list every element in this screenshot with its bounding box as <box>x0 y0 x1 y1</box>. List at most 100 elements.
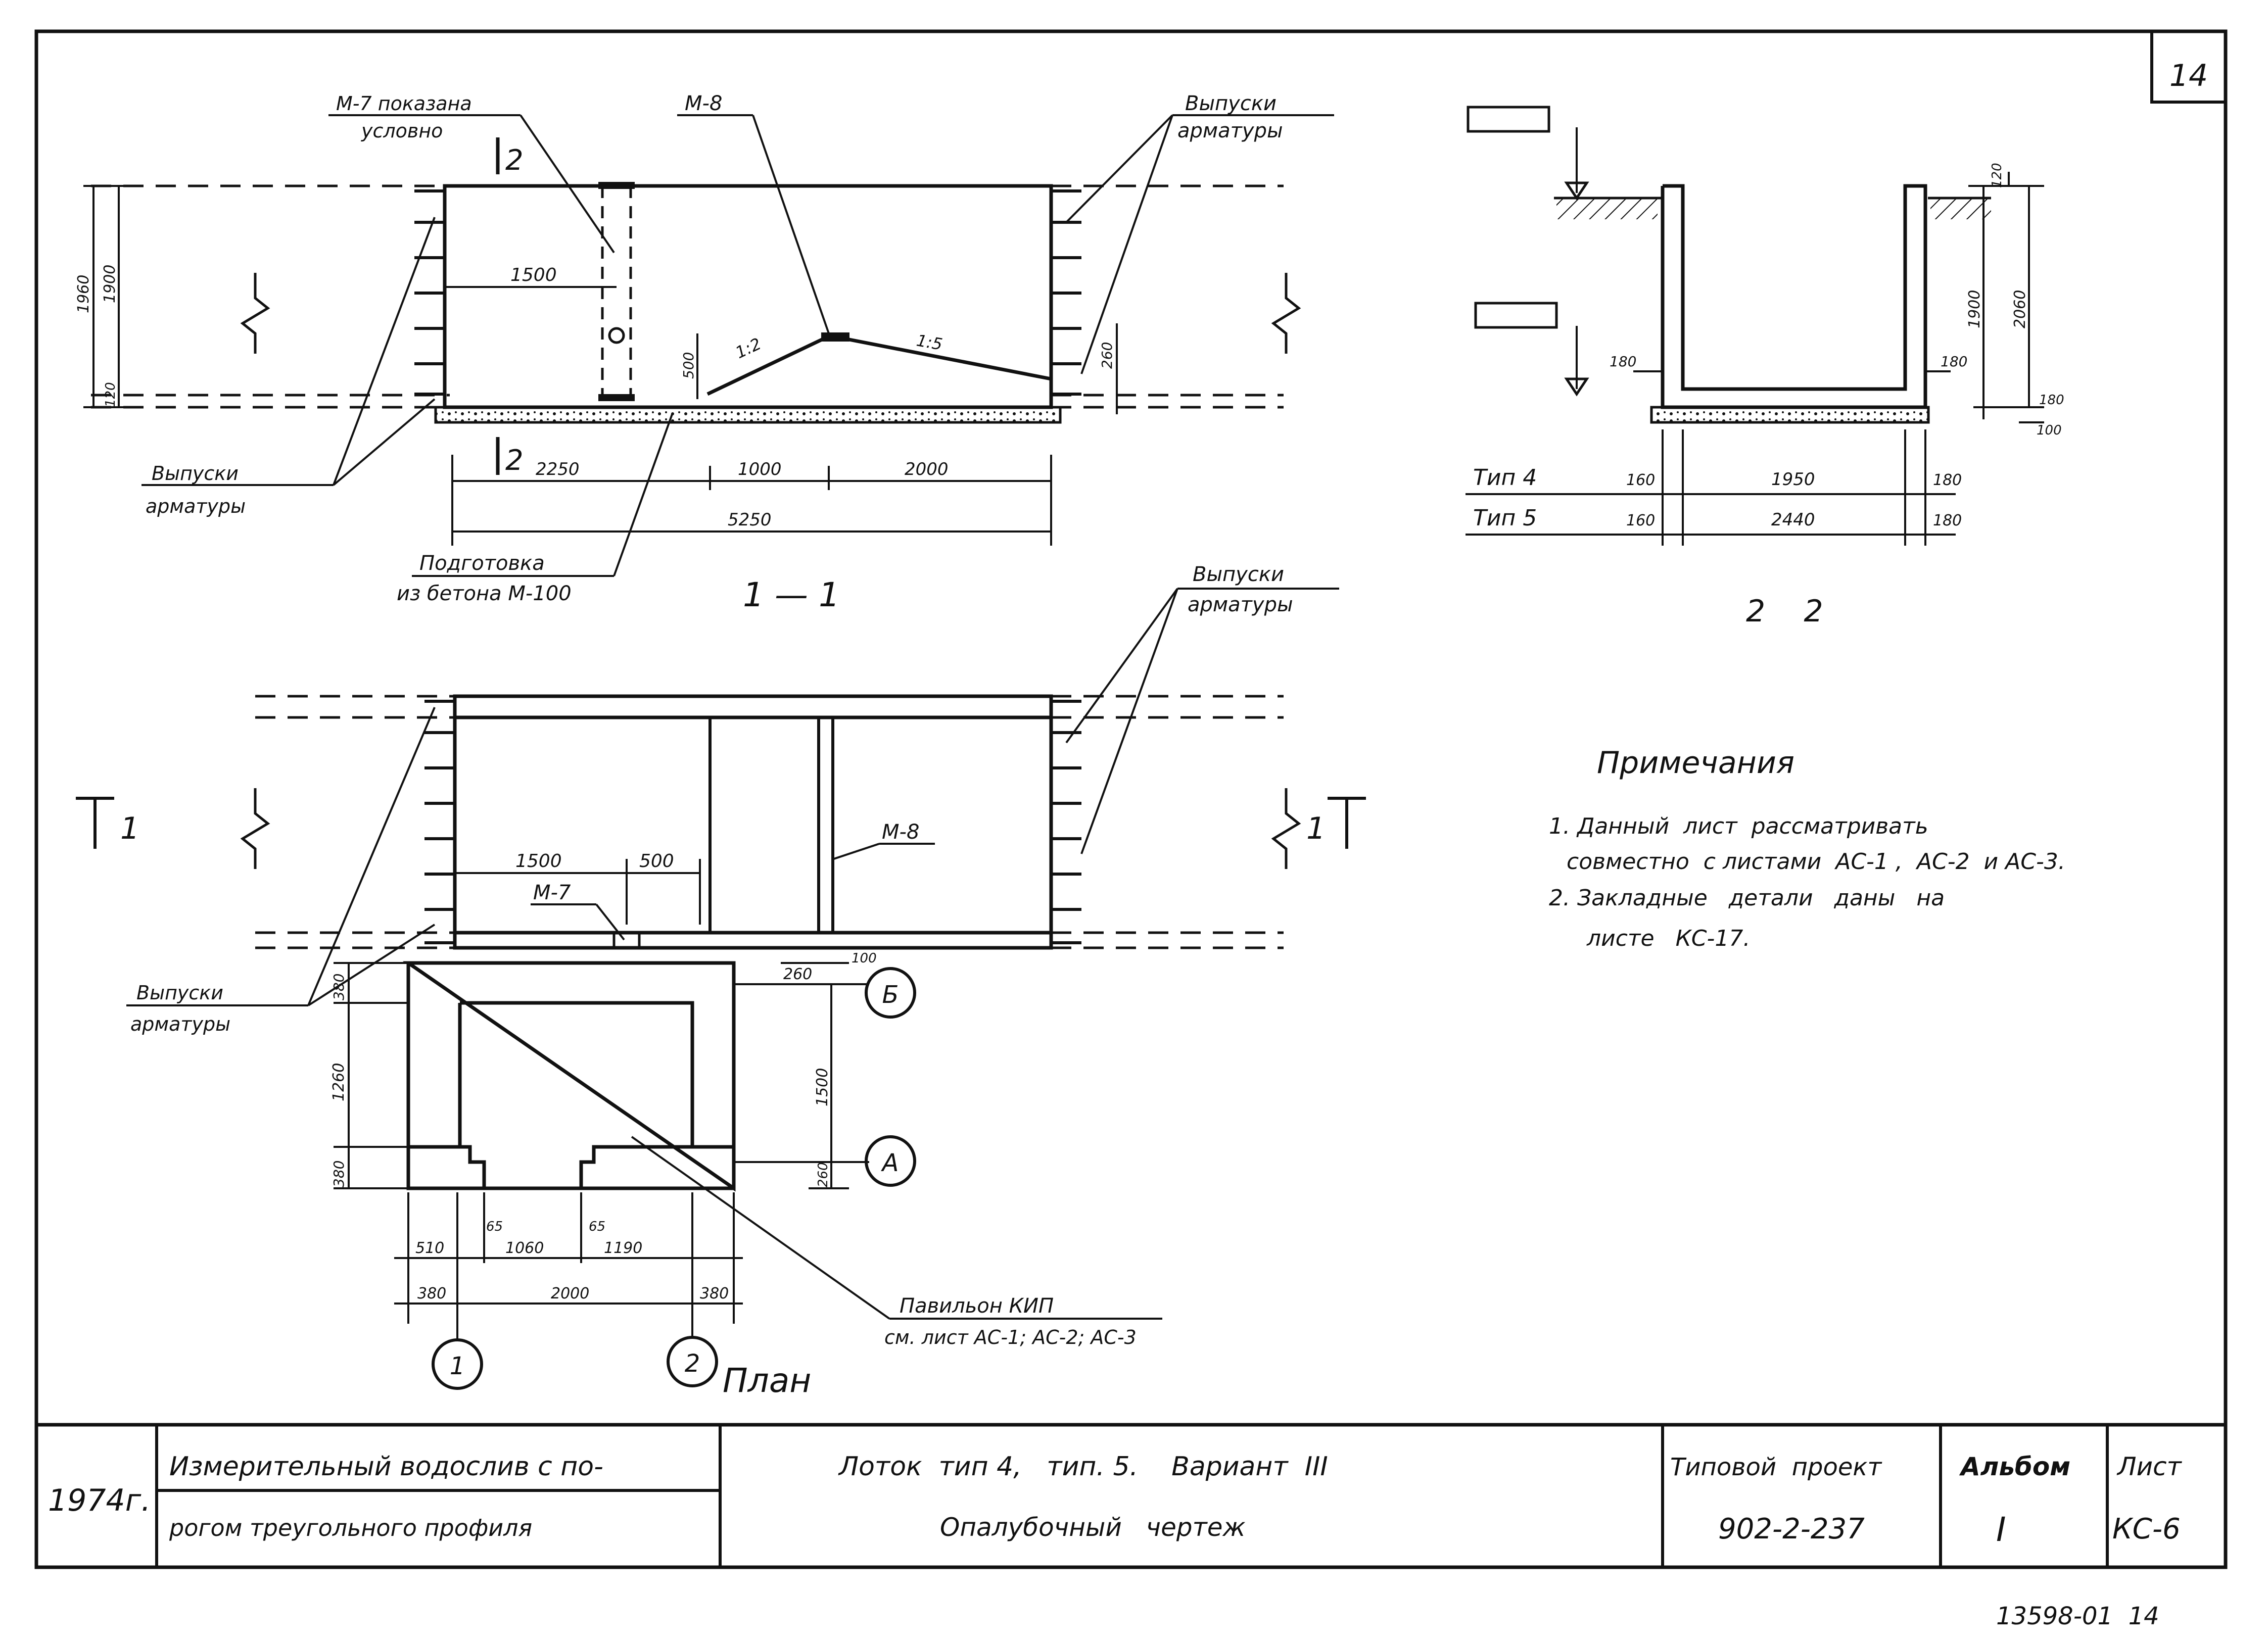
plan-dim-100: 100 <box>852 951 877 966</box>
plan-m8-label: М-8 <box>882 820 919 844</box>
water-level-top <box>1467 106 1550 133</box>
plan-dim-1190: 1190 <box>604 1239 642 1257</box>
outlets-left-line1: Выпуски <box>152 462 239 485</box>
axis-a-circle <box>865 1135 916 1187</box>
object-line1: Измерительный водослив с по- <box>169 1452 603 1482</box>
dim-2-2-top-120: 120 <box>1990 163 2005 188</box>
pavilion-outline <box>402 961 736 1192</box>
note-line-4: листе КС-17. <box>1586 926 1750 951</box>
plan-section-mark-left: 1 <box>120 811 139 846</box>
axis-2-circle <box>667 1336 718 1387</box>
dim-2-2-base-100: 100 <box>2037 423 2062 438</box>
type5-mid: 2440 <box>1771 510 1815 530</box>
note-line-3: 2. Закладные детали даны на <box>1549 885 1945 911</box>
project-label: Типовой проект <box>1670 1453 1882 1481</box>
plan-dim-c2000: 2000 <box>551 1285 589 1302</box>
archive-code: 13598-01 14 <box>1996 1602 2159 1630</box>
wall-left-180: 180 <box>1610 353 1636 370</box>
plan-outlets-top-line2: арматуры <box>1188 593 1293 616</box>
plan-dim-r260: 260 <box>816 1162 831 1187</box>
m7-marker <box>608 327 625 344</box>
dim-120: 120 <box>103 382 118 407</box>
axis-2-label: 2 <box>685 1349 700 1378</box>
plan-section-mark-right: 1 <box>1306 811 1326 846</box>
plan-caption: План <box>723 1361 811 1400</box>
type4-mid: 1950 <box>1771 469 1815 490</box>
pavilion-inner-outline <box>458 1001 694 1190</box>
axis-b-label: Б <box>882 981 899 1009</box>
break-mark-left <box>240 273 270 354</box>
section-2-2: 180 180 120 1900 2060 180 100 Тип 4 160 <box>1466 106 2064 629</box>
plan-dim-v1260: 1260 <box>330 1063 348 1101</box>
project-number: 902-2-237 <box>1718 1513 1865 1546</box>
page-number: 14 <box>2169 58 2208 93</box>
dim-2-2-2060: 2060 <box>2011 290 2029 328</box>
plan-outlets-left-line1: Выпуски <box>136 982 223 1004</box>
plan-dim-510: 510 <box>415 1239 444 1257</box>
plan-dim-1500: 1500 <box>515 851 562 872</box>
pavilion-line1: Павильон КИП <box>900 1294 1054 1318</box>
dim-1500: 1500 <box>510 265 557 285</box>
dim-1960: 1960 <box>75 275 92 313</box>
plan-view: 1 1 М-7 М-8 1500 500 <box>76 563 1366 1400</box>
object-line2: рогом треугольного профиля <box>169 1514 532 1541</box>
axis-1-label: 1 <box>450 1352 465 1380</box>
plan-dim-260: 260 <box>783 966 812 983</box>
plan-dim-c380b: 380 <box>700 1285 729 1302</box>
type4-left: 160 <box>1626 471 1655 489</box>
dim-260: 260 <box>1099 342 1115 369</box>
page-number-box: 14 <box>2150 30 2227 104</box>
album-value: I <box>1996 1510 2006 1549</box>
section-2-2-caption: 2 2 <box>1746 594 1823 629</box>
plan-dim-v380b: 380 <box>330 1161 347 1187</box>
dim-5250: 5250 <box>728 510 772 530</box>
plan-dim-1060: 1060 <box>505 1239 544 1257</box>
type4-label: Тип 4 <box>1473 465 1537 491</box>
dim-2-2-base-180: 180 <box>2039 393 2064 408</box>
plan-dim-65a: 65 <box>486 1219 503 1234</box>
m7-note-line1: М-7 показана <box>336 92 472 115</box>
outlets-top-line2: арматуры <box>1177 119 1283 142</box>
plan-dim-500: 500 <box>639 851 674 872</box>
section-mark-bottom: 2 <box>505 444 524 477</box>
type4-right: 180 <box>1933 471 1962 489</box>
water-level-low <box>1474 302 1558 329</box>
type5-right: 180 <box>1933 512 1962 529</box>
m7-note-line2: условно <box>361 120 443 142</box>
plan-channel-outline <box>453 694 1053 950</box>
plan-dim-r1500: 1500 <box>814 1068 831 1106</box>
u-channel-outline <box>1661 184 1927 409</box>
section-1-1: 2 2 1960 1900 120 1500 500 260 1:2 1:5 <box>75 92 1334 614</box>
plan-outlets-top-line1: Выпуски <box>1193 563 1284 586</box>
section-1-1-caption: 1 — 1 <box>743 575 840 614</box>
dim-1000: 1000 <box>738 459 782 479</box>
axis-1-circle <box>432 1338 483 1390</box>
sheet-title-line2: Опалубочный чертеж <box>940 1513 1246 1542</box>
plan-outlets-left-line2: арматуры <box>130 1013 230 1035</box>
m8-label: М-8 <box>685 92 722 115</box>
sheet-title-line1: Лоток тип 4, тип. 5. Вариант III <box>838 1452 1328 1482</box>
preparation-line2: из бетона М-100 <box>397 582 572 605</box>
outlets-top-line1: Выпуски <box>1185 92 1277 115</box>
notes-title: Примечания <box>1597 745 1794 781</box>
type5-left: 160 <box>1626 512 1655 529</box>
title-block: 1974г. Измерительный водослив с по- рого… <box>35 1423 2227 1569</box>
plan-m7-box <box>612 931 641 949</box>
note-line-1: 1. Данный лист рассматривать <box>1549 813 1928 839</box>
section-mark-top: 2 <box>505 144 524 177</box>
plan-dim-65b: 65 <box>589 1219 605 1234</box>
dim-2-2-1900: 1900 <box>1966 290 1983 328</box>
album-label: Альбом <box>1959 1452 2070 1481</box>
slope-1-5: 1:5 <box>915 330 944 354</box>
sheet-label: Лист <box>2116 1452 2183 1481</box>
axis-b-circle <box>865 967 916 1019</box>
dim-1900: 1900 <box>101 265 119 303</box>
axis-a-label: А <box>881 1149 899 1177</box>
break-mark-right <box>1271 273 1301 354</box>
channel-base-prep <box>1650 406 1930 424</box>
outlets-left-line2: арматуры <box>146 495 246 517</box>
embedded-part-m8 <box>821 332 849 342</box>
slope-1-2: 1:2 <box>732 334 764 362</box>
note-line-2: совместно с листами АС-1 , АС-2 и АС-3. <box>1567 849 2065 875</box>
